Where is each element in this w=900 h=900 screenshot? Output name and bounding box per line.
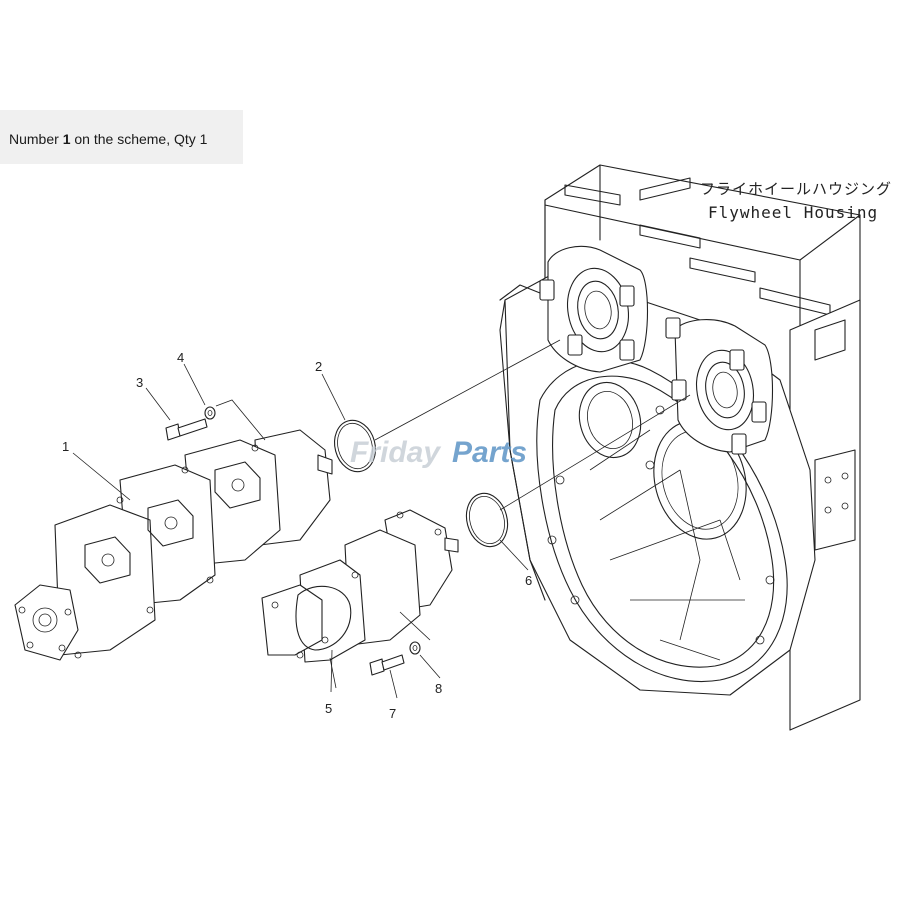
washer-4 (204, 406, 216, 420)
callout-8: 8 (435, 681, 442, 696)
caption-prefix: Number (9, 131, 63, 147)
o-ring-2 (333, 419, 377, 473)
watermark-parts: Parts (452, 436, 527, 469)
housing-label-japanese: フライホイールハウジング (700, 180, 892, 198)
watermark: Friday Parts (350, 436, 527, 469)
callout-4: 4 (177, 350, 184, 365)
caption-number: 1 (62, 131, 71, 147)
housing-label-english: Flywheel Housing (708, 203, 878, 222)
leader-lines (72, 363, 529, 699)
watermark-friday: Friday (350, 436, 441, 469)
caption: Number 1 on the scheme, Qty 1 (9, 131, 207, 147)
bolt-7 (369, 654, 405, 676)
flywheel-housing (499, 164, 861, 731)
bolt-3 (165, 418, 208, 441)
washer-8 (409, 641, 421, 655)
caption-suffix: on the scheme, Qty 1 (70, 131, 208, 147)
o-ring-6 (465, 492, 509, 548)
callout-6: 6 (525, 573, 532, 588)
callout-5: 5 (325, 701, 332, 716)
callout-2: 2 (315, 359, 322, 374)
triple-pump (14, 429, 333, 661)
double-pump (261, 509, 459, 663)
callout-3: 3 (136, 375, 143, 390)
caption-box (0, 110, 243, 164)
callout-7: 7 (389, 706, 396, 721)
callout-1: 1 (62, 439, 69, 454)
